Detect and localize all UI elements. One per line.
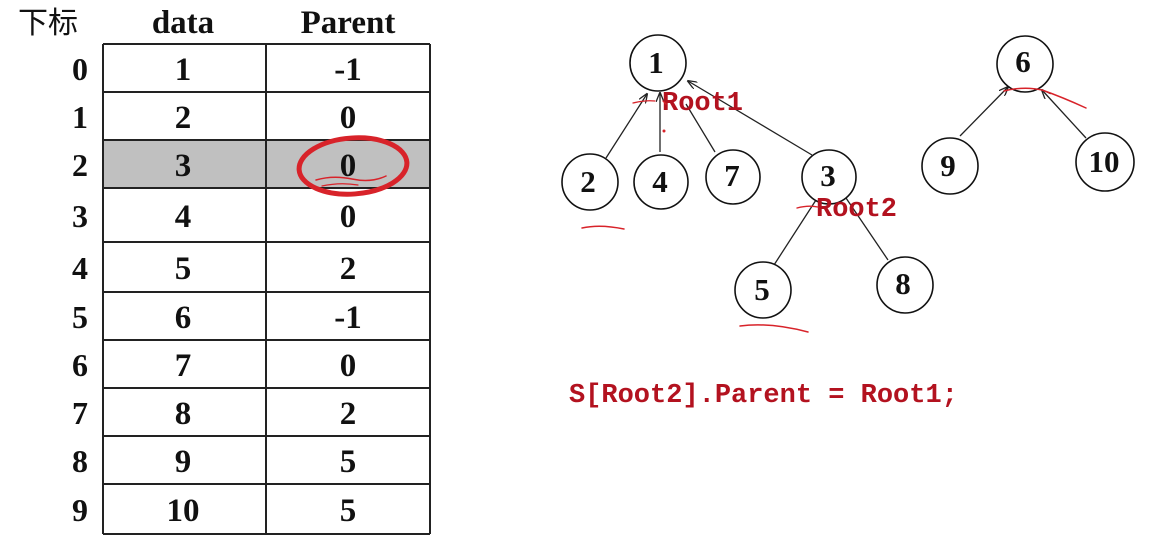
node-label: 2 [580,164,596,199]
tree-node: 2 [561,153,619,211]
red-highlight-circle [296,135,410,197]
node-label: 6 [1015,44,1031,79]
tree-node: 9 [921,137,979,195]
tree-node: 5 [734,261,792,319]
data-cell: 4 [175,199,192,235]
parent-cell: 2 [340,251,357,287]
node-label: 9 [940,148,956,183]
data-cell: 5 [175,251,192,287]
data-cell: 1 [175,52,192,88]
table-row: 4 5 2 [72,250,356,287]
parent-cell: 0 [340,148,357,184]
edge-10-to-6 [1042,90,1087,139]
root1-label: Root1 [662,89,743,119]
data-cell: 2 [175,100,192,136]
parent-cell: 0 [340,100,357,136]
red-ink-annotations [581,87,1087,333]
row-index: 3 [72,198,88,234]
parent-cell: 5 [340,493,357,529]
table-row: 2 3 0 [72,147,356,184]
tree-node: 8 [876,256,934,314]
code-statement: S[Root2].Parent = Root1; [569,381,958,411]
edge-3-to-1 [688,81,813,156]
row-index: 0 [72,51,88,87]
row-index: 1 [72,99,88,135]
table-row: 0 1 -1 [72,51,362,88]
tree-node: 6 [996,35,1054,93]
table-row: 5 6 -1 [72,299,362,336]
row-index: 7 [72,395,88,431]
row-index: 8 [72,443,88,479]
highlighted-parent-cell [266,140,430,188]
data-cell: 7 [175,348,192,384]
tree-diagram: 1 2 4 7 3 5 8 6 [561,34,1135,333]
table-row: 1 2 0 [72,99,356,136]
node-label: 10 [1089,144,1120,179]
highlighted-data-cell [103,140,266,188]
edge-9-to-6 [959,87,1008,137]
data-cell: 3 [175,148,192,184]
edge-5-to-3 [773,199,817,266]
node-label: 8 [895,266,911,301]
tree-node: 3 [801,149,857,205]
parent-cell: 0 [340,348,357,384]
row-index: 4 [72,250,88,286]
tree-node: 7 [705,149,761,205]
edge-8-to-3 [845,197,889,261]
row-index: 6 [72,347,88,383]
table-row: 9 10 5 [72,492,356,529]
data-cell: 10 [167,493,200,529]
node-label: 5 [754,272,770,307]
parent-array-table: 下标 data Parent 0 1 -1 1 [18,5,431,535]
parent-cell: -1 [334,52,362,88]
table-row: 6 7 0 [72,347,356,384]
data-cell: 9 [175,444,192,480]
parent-cell: 5 [340,444,357,480]
header-parent: Parent [301,5,396,41]
root2-label: Root2 [816,195,897,225]
tree-node: 1 [629,34,687,92]
tree-node: 4 [633,154,689,210]
data-cell: 8 [175,396,192,432]
row-index: 5 [72,299,88,335]
parent-cell: 0 [340,199,357,235]
node-label: 4 [652,164,668,199]
row-index: 9 [72,492,88,528]
tree-edges [605,81,1087,266]
header-data: data [152,5,214,41]
node-label: 3 [820,158,836,193]
table-row: 8 9 5 [72,443,356,480]
data-cell: 6 [175,300,192,336]
table-row: 3 4 0 [72,198,356,235]
node-label: 1 [648,45,664,80]
node-label: 7 [724,158,740,193]
table-grid [102,43,431,535]
tree-node: 10 [1075,132,1135,192]
table-row: 7 8 2 [72,395,356,432]
header-index: 下标 [18,6,78,41]
edge-2-to-1 [605,94,647,159]
edge-7-to-1 [685,103,716,153]
parent-cell: -1 [334,300,362,336]
row-index: 2 [72,147,88,183]
parent-cell: 2 [340,396,357,432]
